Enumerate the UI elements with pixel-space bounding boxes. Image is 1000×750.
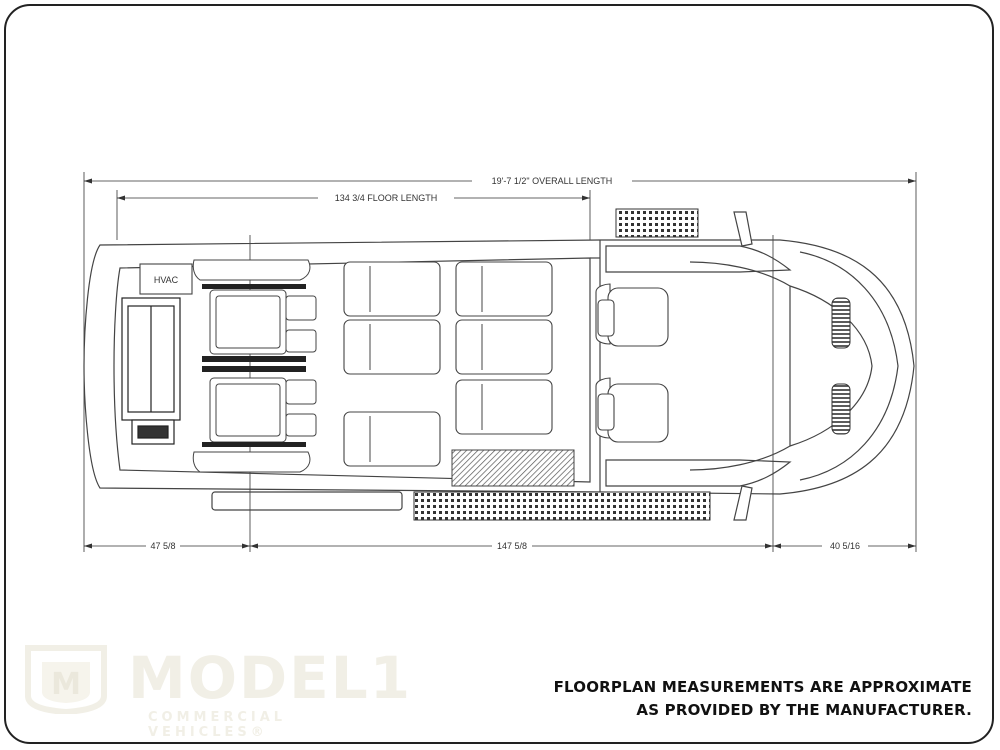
- rear-wall-padding: [192, 259, 311, 473]
- cab-seats: [595, 283, 669, 443]
- wheelbase-label: 147 5/8: [497, 541, 527, 551]
- entry-step-well: [451, 449, 575, 487]
- hvac-label: HVAC: [154, 275, 179, 285]
- grille-vent-bottom: [831, 383, 851, 435]
- floor-length-bg: [318, 192, 454, 204]
- wheelchair-positions: [209, 289, 317, 443]
- logo-mark: M: [51, 667, 81, 702]
- overall-length-bg: [472, 175, 632, 187]
- grille-vent-top: [831, 297, 851, 349]
- logo-shield-icon: M: [25, 645, 107, 714]
- seat-back-lines: [369, 266, 483, 462]
- wheelbase-bg: [492, 540, 532, 552]
- brand-logo: M MODEL1 COMMERCIAL VEHICLES®: [24, 644, 414, 740]
- overall-length-label: 19'-7 1/2" OVERALL LENGTH: [492, 176, 613, 186]
- disclaimer-line-2: AS PROVIDED BY THE MANUFACTURER.: [636, 701, 972, 719]
- front-overhang-label: 40 5/16: [830, 541, 860, 551]
- floor-tracks: [202, 284, 306, 447]
- side-mirrors: [733, 211, 753, 521]
- rear-overhang-label: 47 5/8: [150, 541, 175, 551]
- dimension-arrows: [84, 178, 916, 549]
- hvac-unit: [139, 263, 193, 295]
- wheelchair-lift: [121, 297, 181, 445]
- side-running-board: [413, 491, 711, 521]
- front-step-plate: [615, 208, 699, 238]
- front-overhang-bg: [822, 540, 868, 552]
- floor-length-label: 134 3/4 FLOOR LENGTH: [335, 193, 438, 203]
- logo-tagline: COMMERCIAL VEHICLES®: [148, 710, 287, 740]
- van-body: [83, 239, 915, 511]
- passenger-seats: [343, 261, 553, 467]
- disclaimer: FLOORPLAN MEASUREMENTS ARE APPROXIMATE A…: [554, 676, 972, 722]
- rear-overhang-bg: [146, 540, 180, 552]
- logo-wordmark: MODEL1: [128, 644, 413, 712]
- disclaimer-line-1: FLOORPLAN MEASUREMENTS ARE APPROXIMATE: [553, 678, 972, 696]
